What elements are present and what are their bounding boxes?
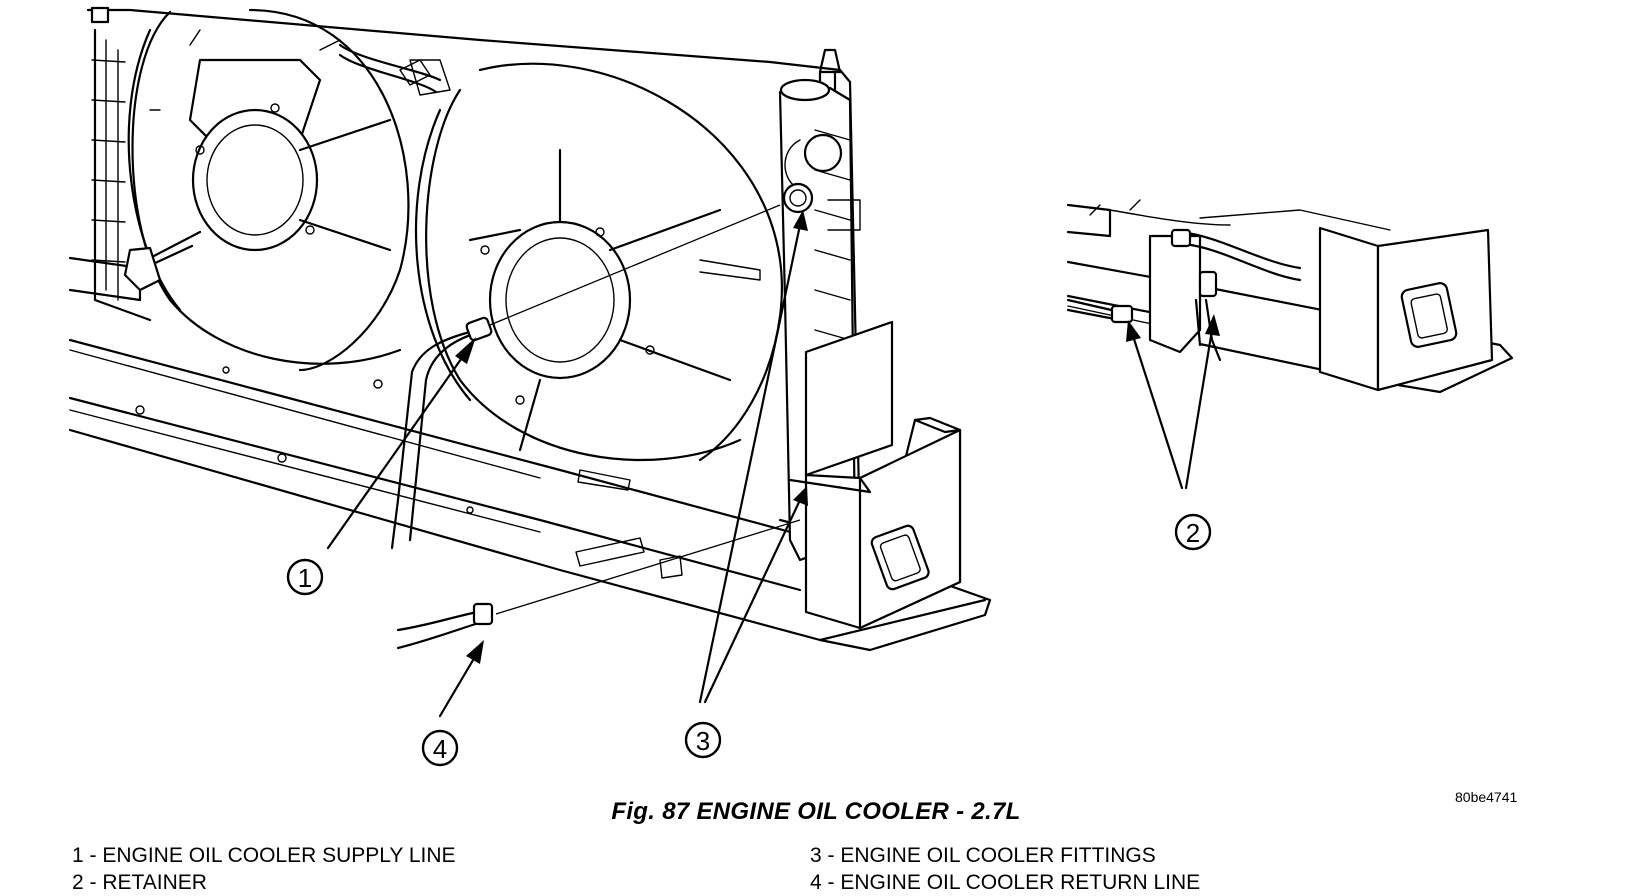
right-fan-shroud	[409, 59, 783, 491]
main-leaders	[326, 210, 808, 718]
callout-4: 4	[421, 729, 459, 767]
inset-leaders	[1126, 314, 1220, 490]
callout-3: 3	[684, 721, 722, 759]
legend-item-supply-line: 1 - ENGINE OIL COOLER SUPPLY LINE	[72, 844, 456, 867]
left-fan-shroud	[123, 8, 410, 372]
callout-2: 2	[1174, 513, 1212, 551]
svg-text:2: 2	[1186, 518, 1200, 548]
legend-left-column: 1 - ENGINE OIL COOLER SUPPLY LINE 2 - RE…	[72, 842, 456, 896]
oil-cooler-return-line	[396, 519, 801, 650]
legend-right-column: 3 - ENGINE OIL COOLER FITTINGS 4 - ENGIN…	[810, 842, 1200, 896]
legend-item-return-line: 4 - ENGINE OIL COOLER RETURN LINE	[810, 871, 1201, 894]
svg-text:1: 1	[298, 563, 312, 593]
legend-item-fittings: 3 - ENGINE OIL COOLER FITTINGS	[810, 844, 1156, 867]
callout-1: 1	[286, 558, 324, 596]
inset-view	[1066, 199, 1514, 490]
legend-item-retainer: 2 - RETAINER	[72, 871, 207, 894]
svg-text:4: 4	[433, 734, 447, 764]
figure-reference-code: 80be4741	[1455, 789, 1518, 805]
lower-crossmember	[68, 256, 992, 652]
oil-cooler-supply-line	[390, 204, 781, 550]
svg-text:3: 3	[696, 726, 710, 756]
upper-lines	[338, 43, 442, 94]
mounting-bracket	[788, 320, 987, 642]
radiator	[86, 6, 862, 562]
main-view	[68, 6, 992, 718]
figure-caption: Fig. 87 ENGINE OIL COOLER - 2.7L	[611, 798, 1021, 825]
